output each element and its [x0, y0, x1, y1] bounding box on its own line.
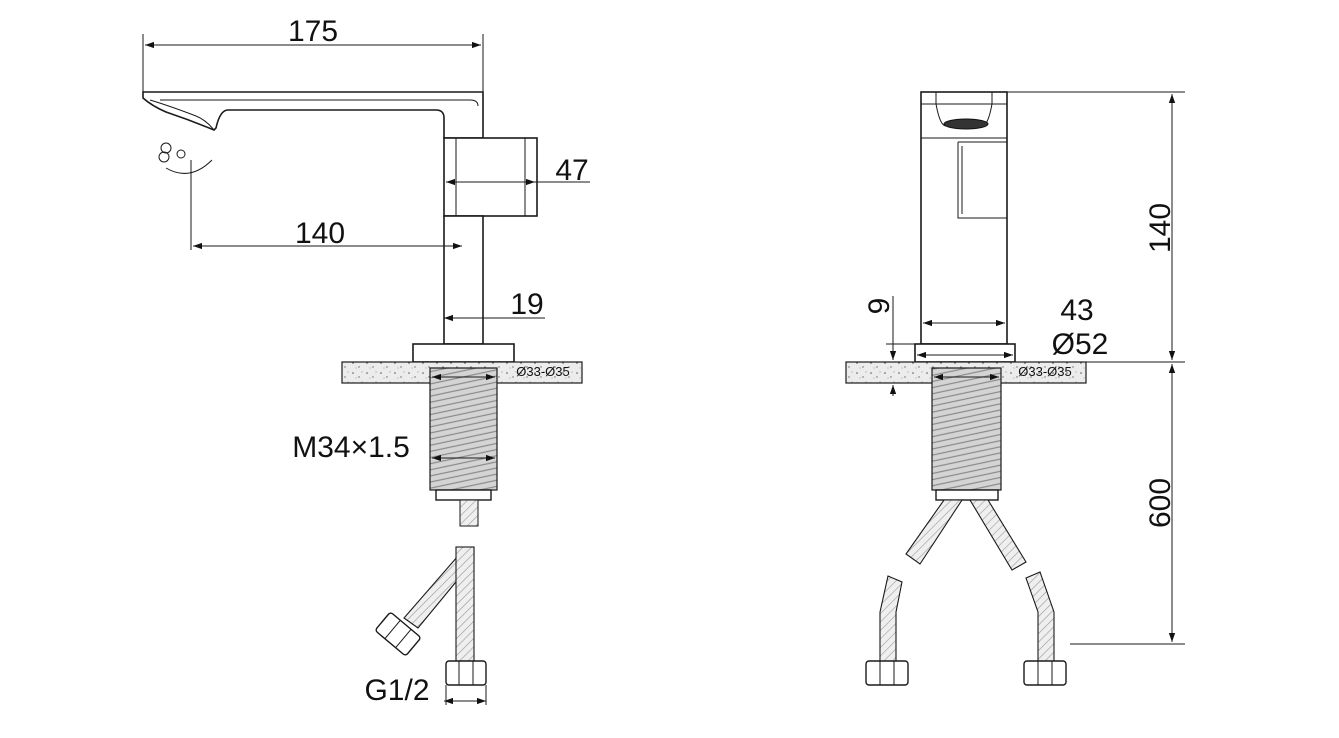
dim-43-label: 43 — [1060, 294, 1093, 327]
side-spout — [142, 91, 484, 139]
side-view: 175 47 140 19 Ø33-Ø35 M34×1.5 — [142, 15, 590, 707]
dim-47-label: 47 — [555, 154, 588, 187]
dim-52-label: Ø52 — [1052, 328, 1109, 361]
side-hose-straight — [455, 546, 475, 662]
dim-52: Ø52 — [917, 328, 1108, 361]
front-connector-left — [865, 660, 909, 686]
connector-label: G1/2 — [364, 674, 429, 707]
side-spout-edge — [160, 99, 479, 107]
front-lock-nut — [935, 489, 999, 501]
front-connector-right — [1023, 660, 1067, 686]
front-thread-shank — [931, 367, 1002, 491]
rotation-symbol — [158, 142, 213, 174]
side-body — [443, 215, 484, 345]
side-aerator-edge — [149, 99, 215, 131]
dim-19-label: 19 — [510, 288, 543, 321]
front-view: 140 600 9 43 Ø52 Ø33-Ø35 — [845, 91, 1185, 686]
side-hole-label: Ø33-Ø35 — [516, 364, 569, 379]
dim-175-label: 175 — [288, 15, 338, 48]
dim-47: 47 — [446, 154, 590, 187]
connector-dim: G1/2 — [364, 674, 487, 707]
dim-175: 175 — [142, 15, 484, 92]
side-hole-dim: Ø33-Ø35 — [432, 364, 570, 381]
side-base-plate — [412, 343, 515, 363]
dim-9-label: 9 — [863, 298, 896, 315]
front-hole-label: Ø33-Ø35 — [1018, 364, 1071, 379]
side-connector-straight — [445, 660, 487, 686]
front-hose-lower-right — [1025, 571, 1055, 662]
front-handle-slot — [957, 141, 1007, 219]
front-aerator — [943, 118, 989, 130]
dim-140-height-label: 140 — [1144, 203, 1177, 253]
side-handle — [443, 137, 538, 217]
dim-140-height: 140 — [1007, 91, 1185, 363]
side-thread-shank — [429, 367, 498, 491]
thread-label: M34×1.5 — [292, 431, 410, 464]
dim-600: 600 — [1070, 364, 1185, 645]
side-connector-angled — [375, 612, 421, 656]
front-hose-upper-right — [969, 499, 1027, 571]
dim-9: 9 — [863, 296, 915, 396]
side-lock-nut — [435, 489, 492, 501]
dim-140-reach: 140 — [190, 160, 462, 250]
front-base-plate — [914, 343, 1016, 363]
front-hole-dim: Ø33-Ø35 — [934, 364, 1072, 381]
dim-19: 19 — [444, 288, 545, 322]
front-hose-lower-left — [879, 575, 903, 662]
dim-43: 43 — [923, 294, 1094, 327]
dim-140-reach-label: 140 — [295, 217, 345, 250]
dim-600-label: 600 — [1144, 478, 1177, 528]
front-spout-head — [921, 91, 1008, 139]
side-hose-stub — [459, 499, 479, 527]
front-hose-upper-left — [905, 499, 964, 565]
thread-dim: M34×1.5 — [292, 431, 495, 464]
